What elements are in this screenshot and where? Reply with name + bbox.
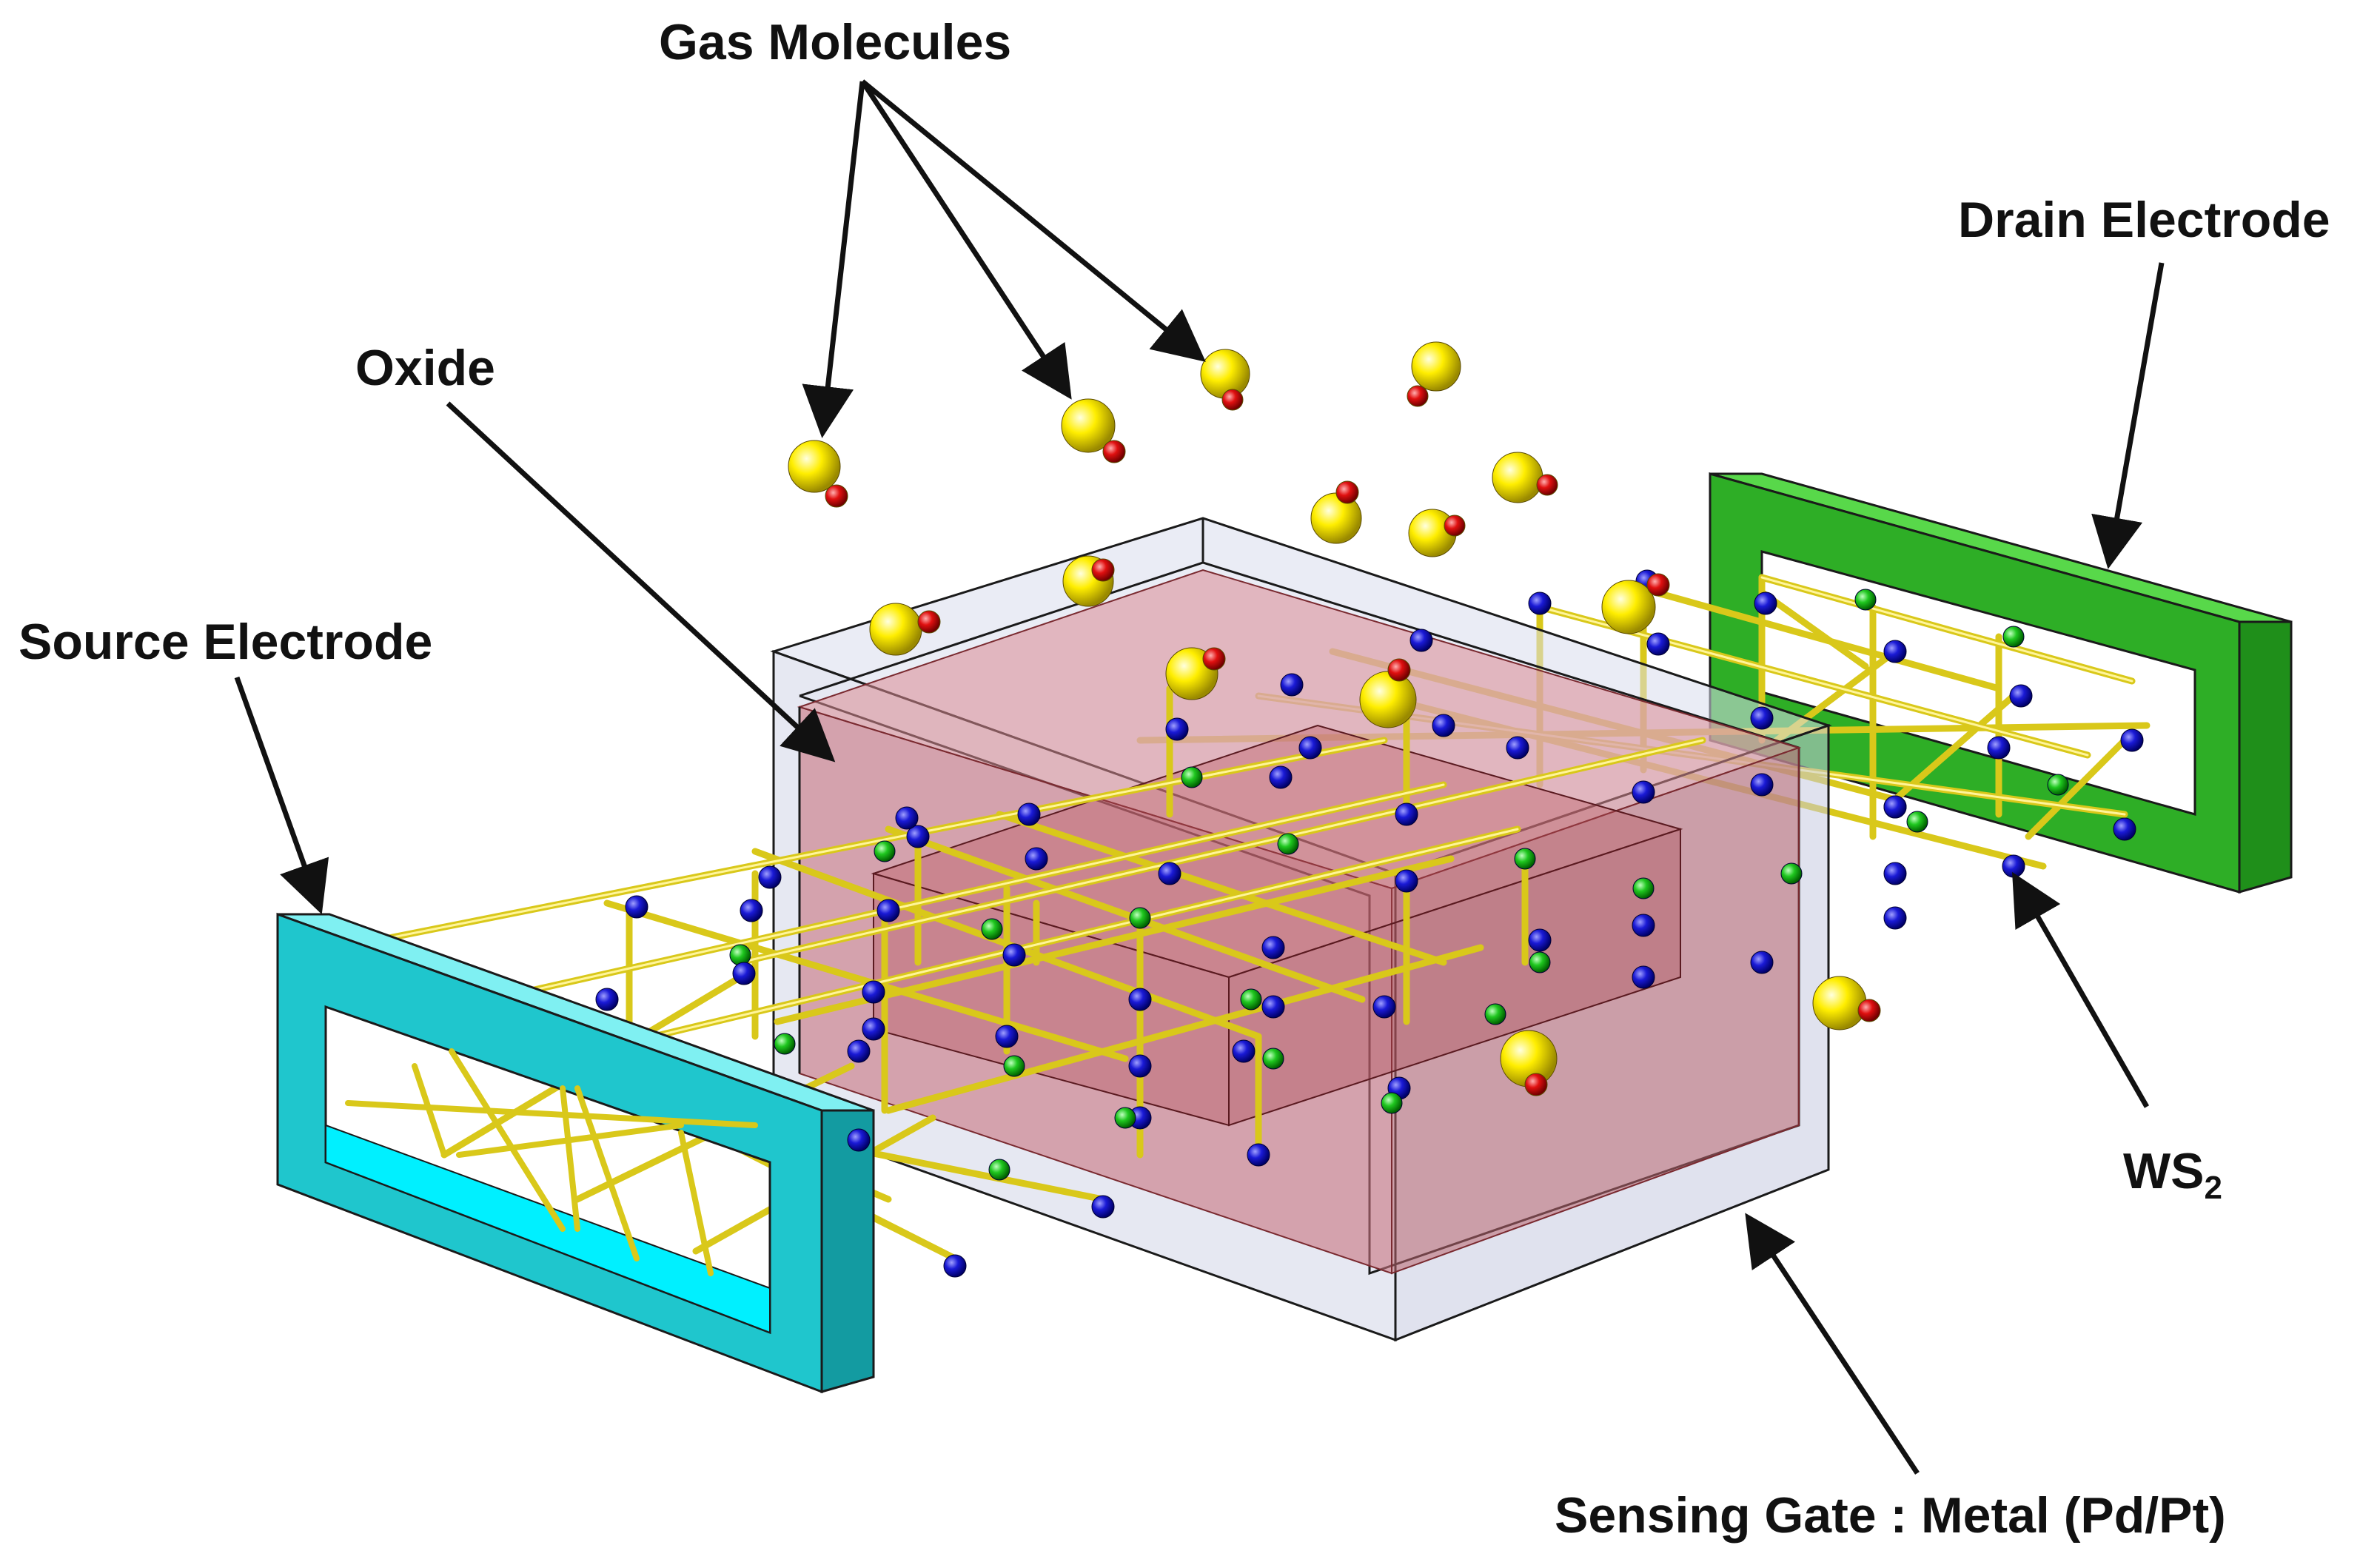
- source-electrode-side: [820, 1109, 875, 1393]
- gas-molecules: [788, 341, 1881, 1096]
- label-ws2-subscript: 2: [2205, 1170, 2222, 1206]
- arrow-oxide: [446, 401, 836, 763]
- label-ws2-main: WS: [2123, 1143, 2205, 1199]
- label-gas-molecules: Gas Molecules: [659, 14, 1011, 70]
- label-source-electrode: Source Electrode: [19, 614, 432, 670]
- arrow-drain-electrode: [2091, 262, 2165, 569]
- arrow-source-electrode: [234, 676, 329, 915]
- arrow-sensing-gate: [1745, 1213, 1920, 1475]
- label-oxide: Oxide: [355, 340, 495, 396]
- arrow-gas-3: [860, 79, 1206, 362]
- arrow-gas-1: [802, 81, 865, 438]
- arrow-ws2: [2012, 871, 2150, 1108]
- label-ws2: WS2: [2123, 1143, 2222, 1206]
- label-drain-electrode: Drain Electrode: [1958, 192, 2330, 248]
- leader-arrows: [234, 79, 2165, 1475]
- ws2-lattice-in-source: [345, 1048, 758, 1276]
- label-sensing-gate: Sensing Gate : Metal (Pd/Pt): [1555, 1487, 2226, 1544]
- arrow-gas-2: [860, 80, 1072, 400]
- drain-electrode-side: [2238, 620, 2293, 894]
- ws2-lattice-left-highlight: [339, 739, 1704, 1053]
- drain-electrode: [1709, 472, 2293, 894]
- source-electrode-inner-floor: [325, 1124, 771, 1334]
- ws2-atoms: [595, 569, 2144, 1278]
